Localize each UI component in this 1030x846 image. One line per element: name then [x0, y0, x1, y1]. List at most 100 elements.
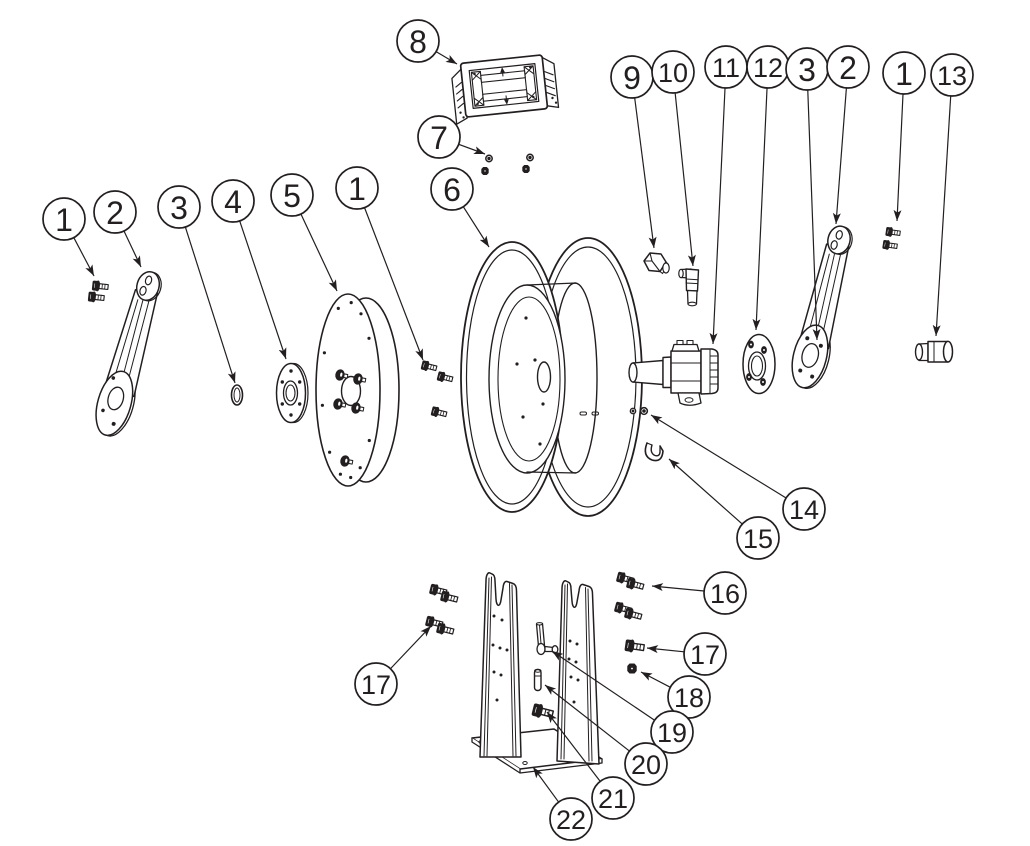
- callout-10: 10: [651, 50, 696, 267]
- callout-leader: [674, 92, 696, 267]
- part-fork-clip: [644, 442, 664, 462]
- callout-balloon: [417, 115, 461, 159]
- part-hex-bolts-right: [882, 226, 902, 252]
- part-support-arm-left: [95, 270, 162, 437]
- callout-leader: [752, 87, 768, 331]
- callout-5: 5: [270, 173, 338, 292]
- callout-17: 17: [646, 632, 727, 676]
- callout-number: 13: [937, 61, 967, 91]
- callout-leader: [668, 458, 743, 525]
- callout-number: 21: [598, 784, 628, 814]
- callout-balloon: [650, 710, 694, 754]
- part-flange-bolt-17-right: [624, 638, 646, 655]
- callout-leader: [546, 711, 601, 782]
- callout-16: 16: [651, 571, 747, 615]
- callout-balloon: [354, 662, 398, 706]
- callout-balloon: [211, 179, 255, 223]
- callout-leader: [640, 671, 671, 688]
- callout-leader: [932, 95, 952, 337]
- callout-balloon: [335, 166, 379, 210]
- callout-22: 22: [532, 766, 593, 841]
- callout-1: 1: [882, 51, 926, 222]
- callout-balloon: [42, 197, 86, 241]
- callout-18: 18: [640, 671, 711, 719]
- callout-balloon: [683, 632, 727, 676]
- callout-number: 20: [631, 750, 661, 780]
- part-swivel-assembly: [628, 339, 719, 406]
- callout-3: 3: [785, 47, 829, 341]
- callout-balloon: [270, 173, 314, 217]
- callout-number: 19: [657, 718, 687, 748]
- callout-20: 20: [544, 684, 668, 786]
- callout-number: 22: [556, 805, 586, 835]
- callout-number: 8: [409, 24, 427, 60]
- callout-3: 3: [157, 185, 236, 384]
- callout-balloon: [667, 675, 711, 719]
- callout-leader: [239, 220, 287, 360]
- callout-number: 15: [743, 524, 773, 554]
- callout-balloon: [624, 742, 668, 786]
- callout-balloon: [430, 167, 474, 211]
- callout-number: 18: [674, 683, 704, 713]
- callout-leader: [709, 87, 726, 345]
- callout-number: 1: [55, 202, 73, 238]
- part-frame-leg-left: [479, 572, 522, 758]
- callout-13: 13: [930, 53, 974, 337]
- callout-19: 19: [551, 650, 694, 754]
- callout-21: 21: [546, 711, 635, 820]
- callout-balloon: [157, 185, 201, 229]
- callout-number: 6: [443, 172, 461, 208]
- callout-6: 6: [430, 167, 490, 248]
- callout-8: 8: [396, 19, 458, 65]
- part-bolts-17-left: [424, 583, 460, 638]
- callout-1: 1: [335, 166, 424, 361]
- callout-12: 12: [746, 45, 790, 331]
- callout-4: 4: [211, 179, 287, 360]
- callout-number: 17: [361, 670, 391, 700]
- callout-leader: [646, 645, 685, 654]
- callout-number: 2: [839, 50, 857, 86]
- callout-number: 16: [710, 579, 740, 609]
- part-flange-nut-18: [627, 663, 637, 674]
- callout-balloon: [826, 45, 870, 89]
- part-hex-bolts-left: [87, 279, 110, 304]
- callout-leader: [73, 237, 95, 277]
- callout-number: 17: [690, 640, 720, 670]
- part-support-arm-right: [791, 225, 853, 389]
- callout-number: 3: [798, 52, 816, 88]
- callout-leader: [807, 89, 821, 341]
- callout-leader: [435, 51, 458, 65]
- callout-leader: [551, 650, 655, 721]
- callout-balloon: [549, 797, 593, 841]
- part-hex-fitting: [643, 252, 670, 275]
- part-hex-bolts-middle: [420, 359, 455, 420]
- part-elbow-fitting: [678, 268, 700, 307]
- callout-balloon: [93, 190, 137, 234]
- callout-leader: [363, 207, 424, 361]
- callout-9: 9: [610, 55, 657, 249]
- part-bearing-flange: [275, 362, 309, 424]
- callout-leader: [651, 583, 705, 592]
- callout-leader: [458, 143, 486, 155]
- callout-balloon: [782, 487, 826, 531]
- part-bolts-16: [613, 570, 646, 623]
- callout-number: 1: [895, 56, 913, 92]
- callout-leader: [634, 97, 657, 249]
- part-o-ring-left: [230, 384, 244, 406]
- callout-leader: [893, 93, 904, 222]
- callout-number: 2: [106, 195, 124, 231]
- callout-leader: [123, 230, 142, 268]
- callout-leader: [544, 684, 630, 752]
- callout-balloon: [930, 53, 974, 97]
- callout-number: 5: [283, 178, 301, 214]
- callout-number: 9: [623, 60, 641, 96]
- callout-14: 14: [650, 414, 826, 531]
- callout-7: 7: [417, 115, 486, 159]
- callout-leader: [462, 206, 490, 248]
- callout-17: 17: [354, 625, 432, 706]
- callout-11: 11: [704, 45, 748, 345]
- part-frame-leg-right: [556, 580, 600, 765]
